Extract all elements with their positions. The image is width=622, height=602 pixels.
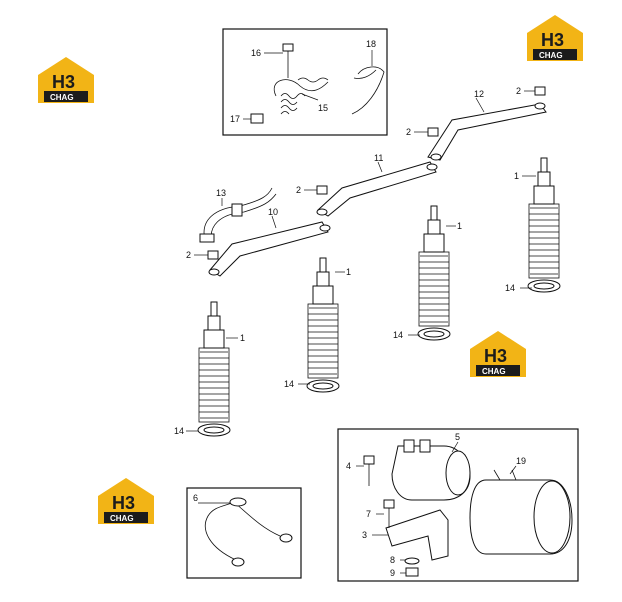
callout-1: 1	[346, 267, 351, 277]
callout-4: 4	[346, 461, 351, 471]
inset-clamp-detail	[222, 28, 388, 136]
watermark-logo-top-left: H3 CHAG	[38, 57, 94, 103]
callout-14: 14	[174, 426, 184, 436]
nut-2	[534, 86, 546, 96]
callout-2: 2	[296, 185, 301, 195]
watermark-mark: H3	[52, 72, 75, 92]
watermark-logo-bottom-left: H3 CHAG	[98, 478, 154, 524]
strap-11	[316, 161, 438, 217]
callout-5: 5	[455, 432, 460, 442]
plug-boot-assembly	[417, 205, 451, 341]
strap-12	[427, 102, 547, 161]
inset-ground-cable	[186, 487, 302, 579]
callout-1: 1	[457, 221, 462, 231]
callout-19: 19	[516, 456, 526, 466]
nut-2	[427, 127, 439, 137]
plug-boot-assembly	[197, 301, 231, 437]
callout-14: 14	[284, 379, 294, 389]
nut-2	[207, 250, 219, 260]
callout-8: 8	[390, 555, 395, 565]
watermark-word: CHAG	[110, 514, 134, 523]
callout-6: 6	[193, 493, 198, 503]
watermark-logo-middle-right: H3 CHAG	[470, 331, 526, 377]
callout-7: 7	[366, 509, 371, 519]
watermark-word: CHAG	[482, 367, 506, 376]
bolt-head	[282, 43, 294, 52]
callout-18: 18	[366, 39, 376, 49]
callout-11: 11	[374, 153, 383, 163]
nut	[250, 113, 264, 124]
callout-3: 3	[362, 530, 367, 540]
leader-lines	[186, 90, 536, 574]
watermark-word: CHAG	[50, 93, 74, 102]
callout-16: 16	[251, 48, 261, 58]
strap-10	[208, 221, 331, 277]
watermark-word: CHAG	[539, 51, 563, 60]
callout-2: 2	[406, 127, 411, 137]
callout-1: 1	[514, 171, 519, 181]
plug-boot-assembly	[527, 157, 561, 293]
callout-12: 12	[474, 89, 484, 99]
watermark-mark: H3	[484, 346, 507, 366]
watermark-mark: H3	[112, 493, 135, 513]
nut-2	[316, 185, 328, 195]
callout-13: 13	[216, 188, 226, 198]
inset-solenoid	[337, 428, 579, 582]
callout-1: 1	[240, 333, 245, 343]
callout-9: 9	[390, 568, 395, 578]
callout-numbers: 2 2 2 2 1 1 1 1 12 11 10 13 14 14 14 14 …	[174, 39, 526, 578]
watermark-mark: H3	[541, 30, 564, 50]
cable-13	[199, 187, 277, 243]
callout-15: 15	[318, 103, 328, 113]
callout-14: 14	[505, 283, 515, 293]
callout-2: 2	[186, 250, 191, 260]
callout-10: 10	[268, 207, 278, 217]
plug-boot-assembly	[306, 257, 340, 393]
callout-14: 14	[393, 330, 403, 340]
callout-17: 17	[230, 114, 240, 124]
callout-2: 2	[516, 86, 521, 96]
watermark-logo-top-right: H3 CHAG	[527, 15, 583, 61]
